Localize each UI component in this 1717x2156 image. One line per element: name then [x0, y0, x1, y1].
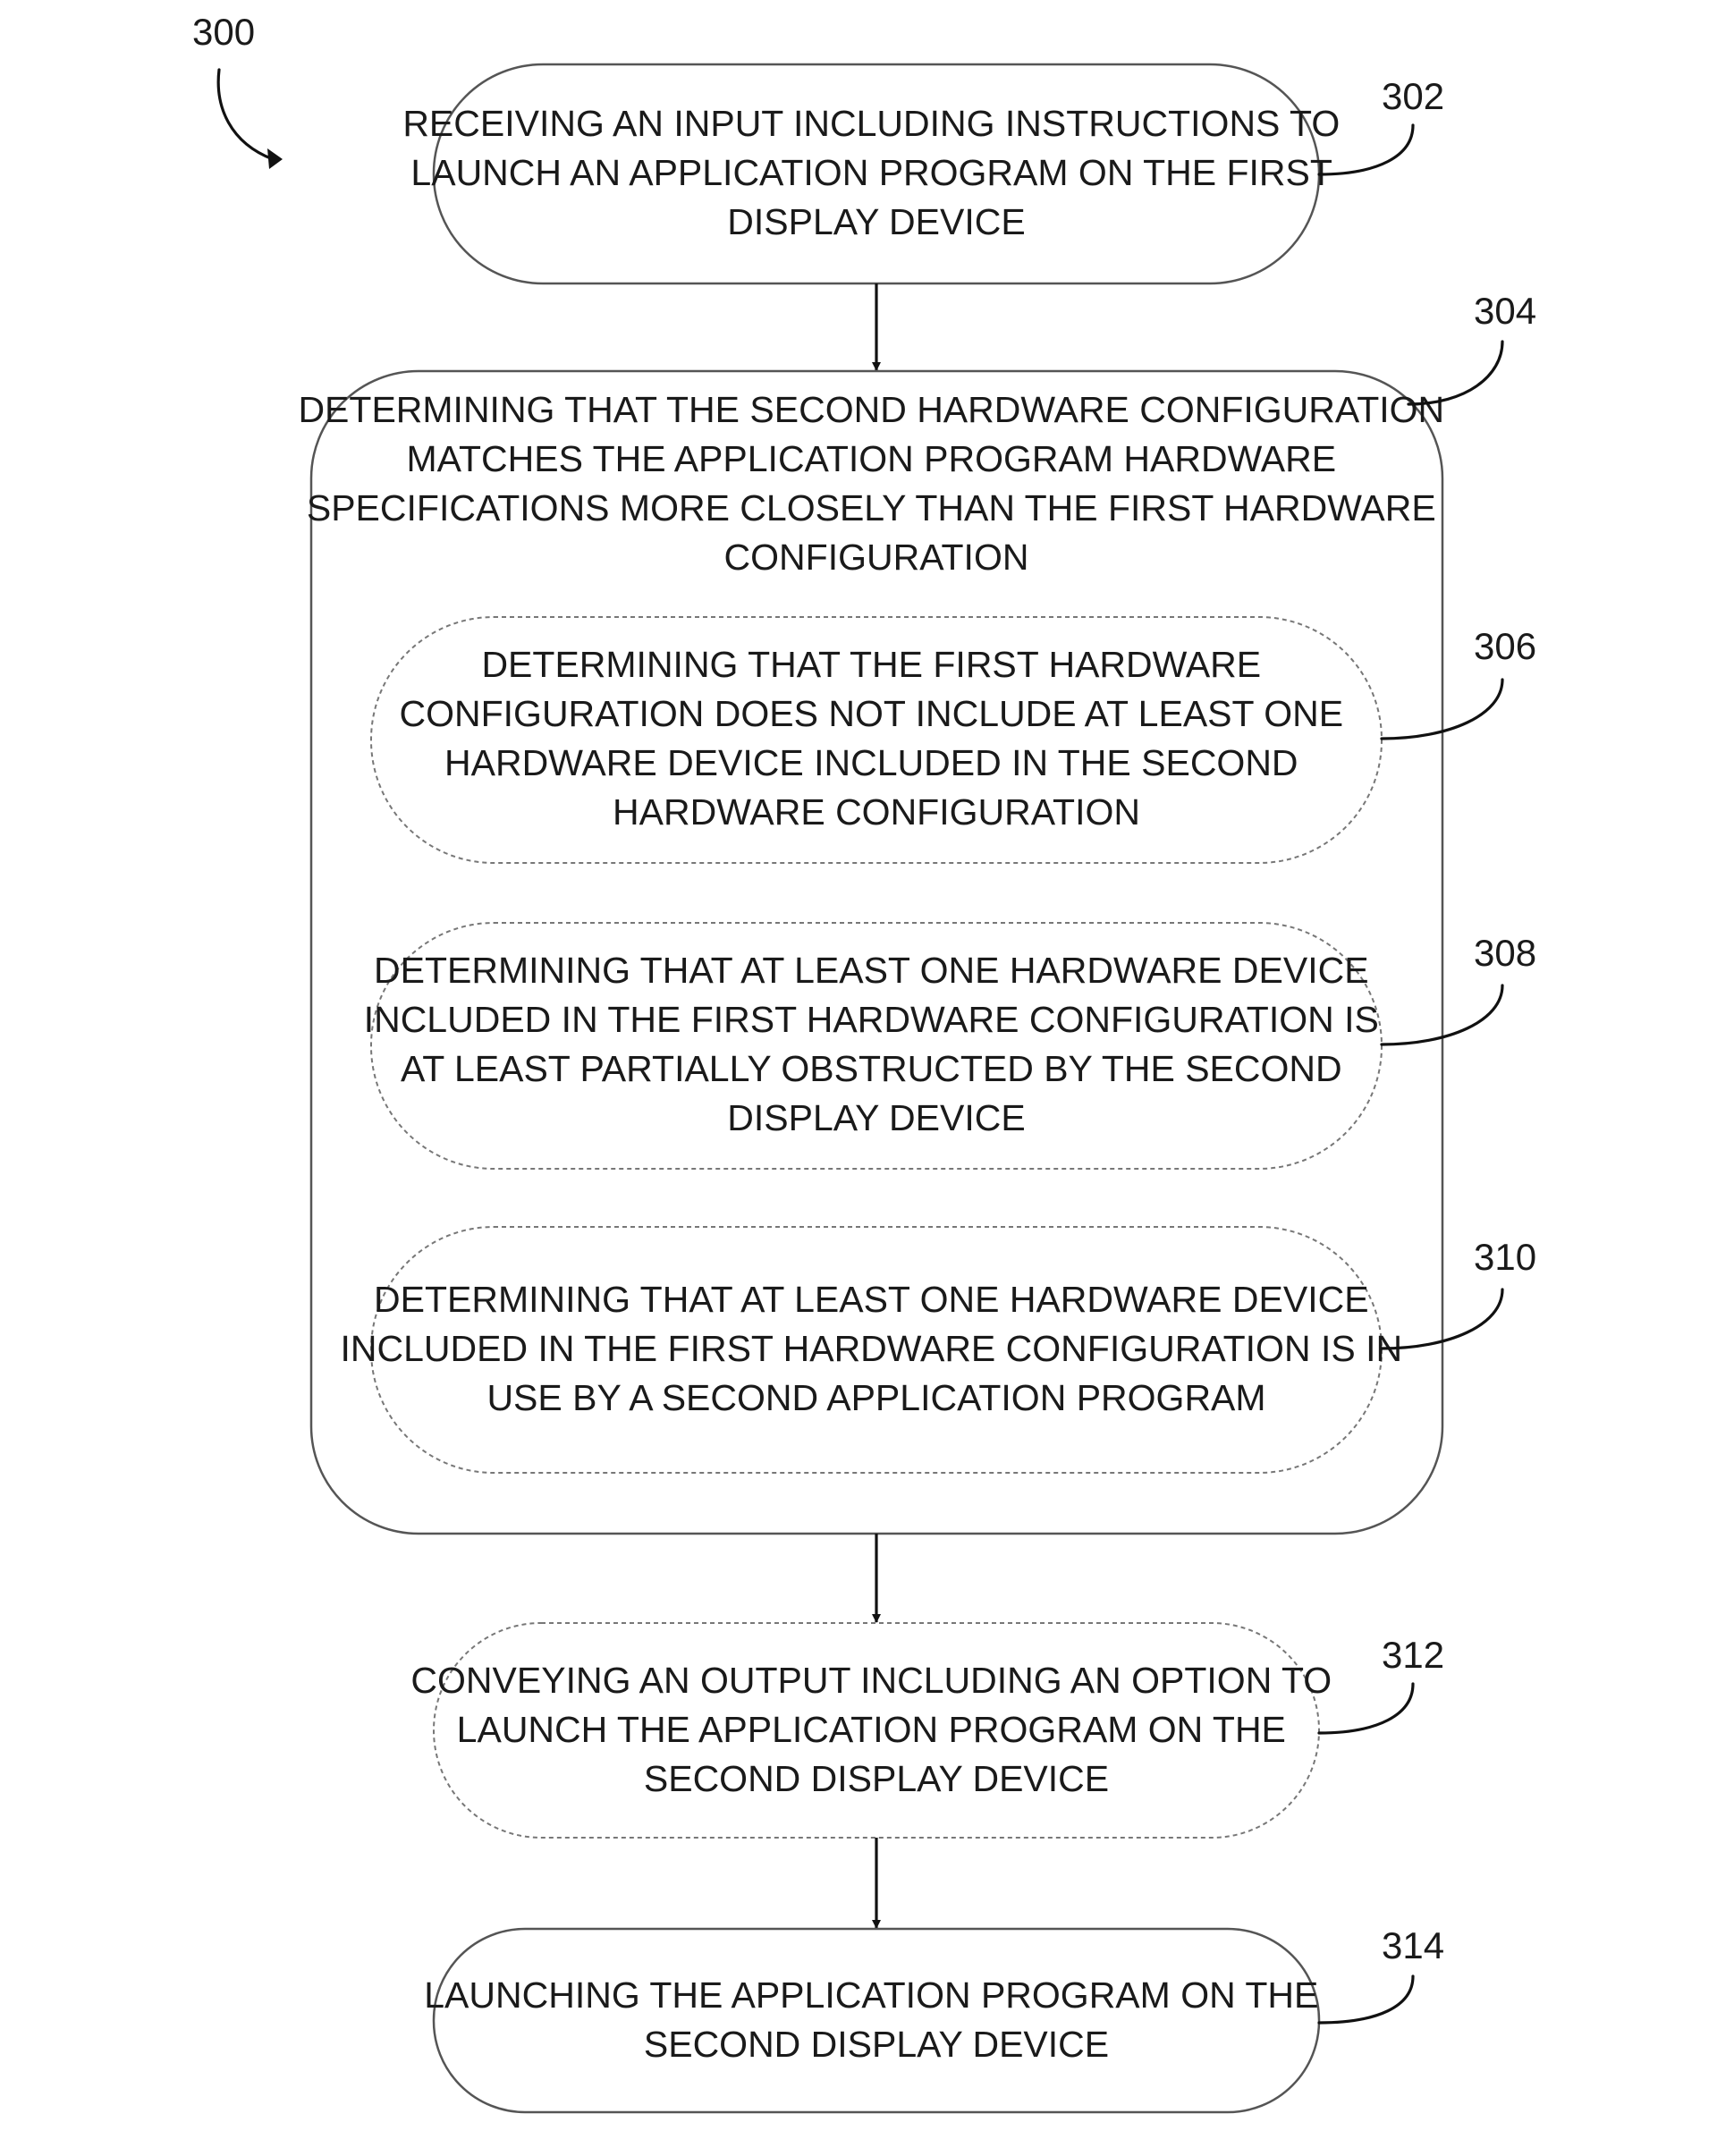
leader-310	[1380, 1288, 1504, 1350]
leader-314	[1317, 1974, 1415, 2025]
figure-pointer-arrowhead	[267, 148, 283, 169]
leader-308	[1380, 984, 1504, 1046]
leader-312	[1317, 1682, 1415, 1735]
ref-label-314: 314	[1382, 1924, 1444, 1966]
step-314-text: LAUNCHING THE APPLICATION PROGRAM ON THE…	[424, 1974, 1329, 2065]
step-310: DETERMINING THAT AT LEAST ONE HARDWARE D…	[341, 1226, 1413, 1474]
step-302: RECEIVING AN INPUT INCLUDING INSTRUCTION…	[402, 63, 1349, 285]
step-312-text: CONVEYING AN OUTPUT INCLUDING AN OPTION …	[410, 1660, 1341, 1799]
ref-label-302: 302	[1382, 75, 1444, 117]
step-308: DETERMINING THAT AT LEAST ONE HARDWARE D…	[364, 922, 1390, 1170]
step-306-text: DETERMINING THAT THE FIRST HARDWARE CONF…	[400, 644, 1354, 833]
ref-label-310: 310	[1474, 1236, 1536, 1278]
ref-label-304: 304	[1474, 290, 1536, 332]
step-312: CONVEYING AN OUTPUT INCLUDING AN OPTION …	[410, 1622, 1341, 1839]
figure-label: 300	[192, 11, 255, 53]
step-310-text: DETERMINING THAT AT LEAST ONE HARDWARE D…	[341, 1279, 1413, 1418]
leader-302	[1317, 123, 1415, 176]
step-314-box	[432, 1927, 1321, 2114]
ref-label-308: 308	[1474, 932, 1536, 974]
leader-306	[1380, 678, 1504, 740]
step-304-text: DETERMINING THAT THE SECOND HARDWARE CON…	[298, 389, 1454, 578]
leader-304	[1407, 340, 1504, 406]
ref-label-306: 306	[1474, 625, 1536, 667]
step-302-text: RECEIVING AN INPUT INCLUDING INSTRUCTION…	[402, 103, 1349, 242]
step-308-text: DETERMINING THAT AT LEAST ONE HARDWARE D…	[364, 950, 1390, 1138]
ref-label-312: 312	[1382, 1634, 1444, 1676]
step-306: DETERMINING THAT THE FIRST HARDWARE CONF…	[370, 616, 1383, 864]
figure-pointer-arrow	[216, 68, 275, 161]
step-314: LAUNCHING THE APPLICATION PROGRAM ON THE…	[424, 1927, 1329, 2114]
step-312-box	[433, 1622, 1320, 1839]
